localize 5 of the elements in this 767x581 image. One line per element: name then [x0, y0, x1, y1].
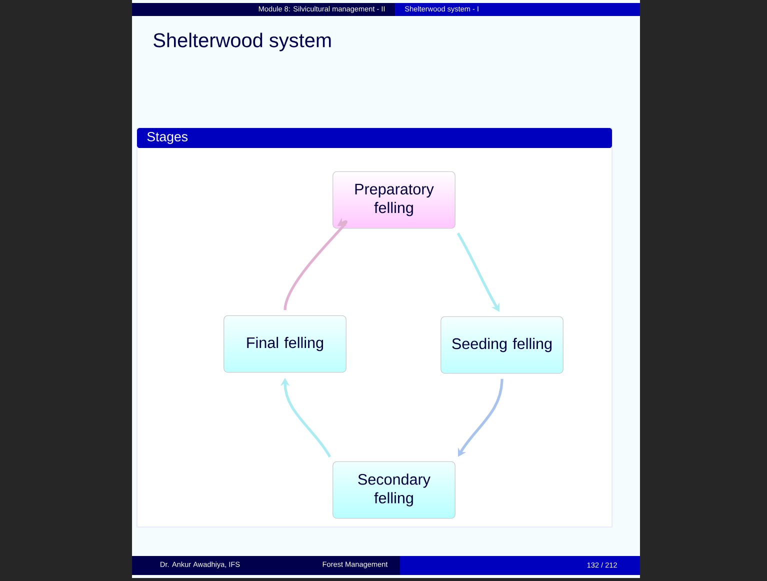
stage-box: Final felling — [224, 315, 346, 373]
stage-box: Seeding felling — [440, 316, 564, 374]
stage-box: Secondary felling — [332, 461, 456, 519]
slide-title: Shelterwood system — [154, 32, 331, 52]
stage-box: Preparatory felling — [332, 171, 456, 229]
